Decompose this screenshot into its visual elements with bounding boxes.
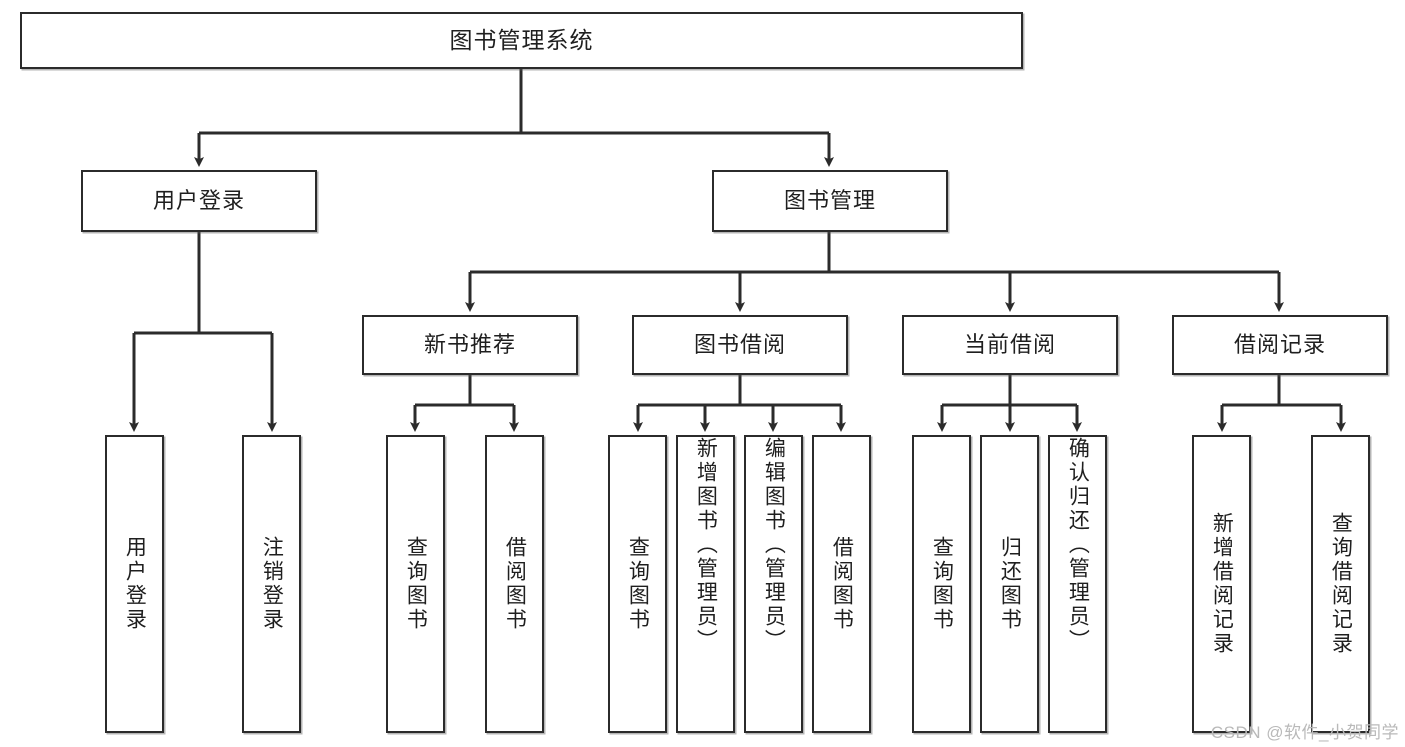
- leaf-add-book-admin-label: 新增图书（管理员）: [694, 437, 718, 653]
- leaf-confirm-return-admin[interactable]: 确认归还（管理员）: [1048, 435, 1107, 733]
- node-root[interactable]: 图书管理系统: [20, 12, 1023, 69]
- leaf-query-book-current[interactable]: 查询图书: [912, 435, 971, 733]
- leaf-edit-book-admin[interactable]: 编辑图书（管理员）: [744, 435, 803, 733]
- leaf-user-login[interactable]: 用户登录: [105, 435, 164, 733]
- leaf-query-borrow-record[interactable]: 查询借阅记录: [1311, 435, 1370, 733]
- leaf-query-book-borrow[interactable]: 查询图书: [608, 435, 667, 733]
- csdn-watermark: CSDN @软件_小贺同学: [1210, 723, 1399, 742]
- node-user-login-label: 用户登录: [152, 188, 245, 214]
- leaf-query-book-borrow-label: 查询图书: [626, 536, 650, 632]
- node-book-borrow[interactable]: 图书借阅: [632, 315, 848, 375]
- node-user-login[interactable]: 用户登录: [81, 170, 317, 232]
- leaf-query-book-recommend[interactable]: 查询图书: [386, 435, 445, 733]
- leaf-query-book-current-label: 查询图书: [930, 536, 954, 632]
- node-new-book-recommend[interactable]: 新书推荐: [362, 315, 578, 375]
- leaf-edit-book-admin-label: 编辑图书（管理员）: [762, 437, 786, 653]
- leaf-borrow-book[interactable]: 借阅图书: [812, 435, 871, 733]
- leaf-borrow-book-recommend-label: 借阅图书: [503, 536, 527, 632]
- leaf-logout-label: 注销登录: [260, 536, 284, 632]
- leaf-query-borrow-record-label: 查询借阅记录: [1329, 512, 1353, 656]
- leaf-borrow-book-recommend[interactable]: 借阅图书: [485, 435, 544, 733]
- leaf-user-login-label: 用户登录: [123, 536, 147, 632]
- node-book-management-label: 图书管理: [783, 188, 876, 214]
- leaf-logout[interactable]: 注销登录: [242, 435, 301, 733]
- leaf-return-book-label: 归还图书: [998, 536, 1022, 632]
- node-root-label: 图书管理系统: [449, 27, 594, 54]
- leaf-query-book-recommend-label: 查询图书: [404, 536, 428, 632]
- leaf-confirm-return-admin-label: 确认归还（管理员）: [1066, 437, 1090, 653]
- node-borrow-record[interactable]: 借阅记录: [1172, 315, 1388, 375]
- leaf-add-borrow-record-label: 新增借阅记录: [1210, 512, 1234, 656]
- leaf-add-book-admin[interactable]: 新增图书（管理员）: [676, 435, 735, 733]
- node-borrow-record-label: 借阅记录: [1233, 332, 1326, 358]
- leaf-add-borrow-record[interactable]: 新增借阅记录: [1192, 435, 1251, 733]
- node-book-borrow-label: 图书借阅: [693, 332, 786, 358]
- leaf-return-book[interactable]: 归还图书: [980, 435, 1039, 733]
- node-current-borrow-label: 当前借阅: [963, 332, 1056, 358]
- node-new-book-recommend-label: 新书推荐: [423, 332, 516, 358]
- node-book-management[interactable]: 图书管理: [712, 170, 948, 232]
- leaf-borrow-book-label: 借阅图书: [830, 536, 854, 632]
- node-current-borrow[interactable]: 当前借阅: [902, 315, 1118, 375]
